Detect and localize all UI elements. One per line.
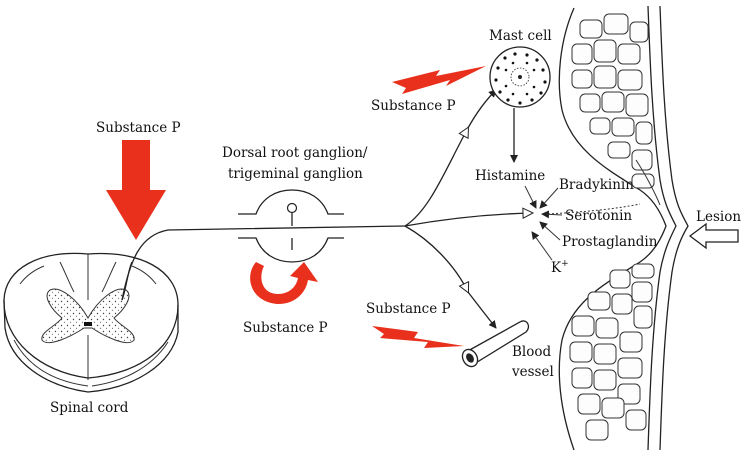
bradykinin-label: Bradykinin xyxy=(559,177,634,193)
branch-to-lesion xyxy=(404,213,532,227)
ganglion-label-line2: trigeminal ganglion xyxy=(228,166,363,182)
substance-p-curved-arrow xyxy=(250,262,318,304)
substance-p-top-label: Substance P xyxy=(96,120,181,136)
substance-p-bolt-vessel xyxy=(372,326,464,348)
mast-cell: Mast cell xyxy=(489,28,552,163)
ganglion-upper xyxy=(238,189,344,215)
afferent-axon xyxy=(121,225,406,301)
skin-tissue xyxy=(547,5,689,451)
lesion: Lesion xyxy=(688,209,741,250)
ganglion-label-line1: Dorsal root ganglion/ xyxy=(222,145,368,161)
blood-vessel: Blood vessel xyxy=(461,320,554,380)
spinal-cord-label: Spinal cord xyxy=(50,400,129,416)
serotonin-label: Serotonin xyxy=(565,208,632,224)
substance-p-markers: Substance P Substance P Substance P Subs… xyxy=(96,66,486,348)
histamine-label: Histamine xyxy=(475,168,545,184)
ganglion-cell-body xyxy=(286,202,298,214)
lesion-arrow xyxy=(688,222,739,250)
substance-p-ganglion-label: Substance P xyxy=(243,320,328,336)
substance-p-mast-label: Substance P xyxy=(371,98,456,114)
substance-p-bolt-mast xyxy=(392,66,486,94)
mast-cell-granules xyxy=(494,52,547,105)
branch-to-vessel xyxy=(404,225,468,292)
central-canal xyxy=(84,322,92,326)
substance-p-down-arrow xyxy=(106,140,166,240)
ganglion-lower xyxy=(238,237,344,263)
lesion-label: Lesion xyxy=(696,209,741,225)
substance-p-vessel-label: Substance P xyxy=(366,301,451,317)
spinal-cord: Spinal cord xyxy=(3,252,179,416)
nerve-fiber: Dorsal root ganglion/ trigeminal ganglio… xyxy=(121,89,532,329)
prostaglandin-label: Prostaglandin xyxy=(562,234,658,250)
branch-to-mast-cell xyxy=(404,128,468,227)
blood-vessel-label-line2: vessel xyxy=(511,364,554,380)
blood-vessel-label-line1: Blood xyxy=(512,344,551,360)
lower-cells xyxy=(569,263,655,441)
spinal-cord-outline-lower xyxy=(3,299,179,393)
mast-cell-label: Mast cell xyxy=(489,28,552,44)
grey-matter xyxy=(41,288,135,344)
potassium-label: K+ xyxy=(551,259,569,276)
upper-cells xyxy=(571,13,655,189)
